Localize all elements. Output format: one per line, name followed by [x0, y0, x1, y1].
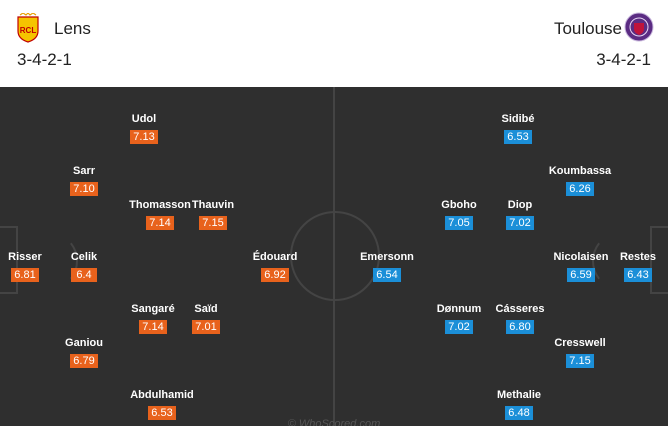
left-goal-box-side [16, 226, 18, 294]
player-name: Cásseres [495, 303, 545, 315]
player-rating: 7.02 [506, 216, 534, 230]
center-circle [290, 211, 380, 301]
left-goal-box-bottom [0, 292, 18, 294]
player-name: Édouard [252, 251, 298, 263]
player-diop[interactable]: Diop 7.02 [460, 199, 580, 231]
player-sangare[interactable]: Sangaré 7.14 [93, 303, 213, 335]
player-methalie[interactable]: Methalie 6.48 [459, 389, 579, 421]
player-rating: 6.80 [506, 320, 534, 334]
player-celik[interactable]: Celik 6.4 [24, 251, 144, 283]
player-rating: 6.4 [71, 268, 97, 282]
player-edouard[interactable]: Édouard 6.92 [215, 251, 335, 283]
player-rating: 7.01 [192, 320, 220, 334]
player-name: Methalie [496, 389, 541, 401]
left-penalty-arc [38, 236, 78, 286]
right-penalty-arc [592, 236, 632, 286]
player-rating: 7.15 [566, 354, 594, 368]
player-name: Celik [70, 251, 98, 263]
away-formation: 3-4-2-1 [596, 50, 651, 69]
match-header: RCL Lens 3-4-2-1 Toulouse 3-4-2-1 [0, 0, 668, 87]
player-rating: 7.15 [199, 216, 227, 230]
player-rating: 6.79 [70, 354, 98, 368]
player-rating: 6.26 [566, 182, 594, 196]
player-emersonn[interactable]: Emersonn 6.54 [327, 251, 447, 283]
player-name: Abdulhamid [130, 389, 194, 401]
player-name: Udol [131, 113, 157, 125]
player-name: Dønnum [436, 303, 482, 315]
right-goal-box-side [650, 226, 652, 294]
player-name: Cresswell [554, 337, 606, 349]
away-team-name: Toulouse [553, 19, 622, 38]
player-name: Risser [8, 251, 42, 263]
player-name: Sidibé [501, 113, 535, 125]
player-rating: 6.43 [624, 268, 652, 282]
player-rating: 7.05 [445, 216, 473, 230]
player-name: Sangaré [131, 303, 175, 315]
player-cresswell[interactable]: Cresswell 7.15 [520, 337, 640, 369]
player-koumbassa[interactable]: Koumbassa 6.26 [520, 165, 640, 197]
player-nicolaisen[interactable]: Nicolaisen 6.59 [521, 251, 641, 283]
player-rating: 6.53 [504, 130, 532, 144]
player-udol[interactable]: Udol 7.13 [84, 113, 204, 145]
player-rating: 7.14 [146, 216, 174, 230]
lens-crest-icon: RCL [17, 13, 39, 43]
player-name: Gboho [441, 199, 477, 211]
player-restes[interactable]: Restes 6.43 [578, 251, 668, 283]
watermark: © WhoScored.com [287, 418, 381, 426]
player-gboho[interactable]: Gboho 7.05 [399, 199, 519, 231]
player-thauvin[interactable]: Thauvin 7.15 [153, 199, 273, 231]
player-name: Koumbassa [548, 165, 612, 177]
right-goal-box-bottom [650, 292, 668, 294]
player-risser[interactable]: Risser 6.81 [0, 251, 85, 283]
player-sarr[interactable]: Sarr 7.10 [24, 165, 144, 197]
player-rating: 7.02 [445, 320, 473, 334]
player-sidibe[interactable]: Sidibé 6.53 [458, 113, 578, 145]
player-name: Thauvin [191, 199, 235, 211]
player-name: Saïd [194, 303, 218, 315]
player-rating: 6.81 [11, 268, 39, 282]
player-rating: 7.14 [139, 320, 167, 334]
player-rating: 6.59 [567, 268, 595, 282]
player-name: Emersonn [360, 251, 414, 263]
home-formation: 3-4-2-1 [17, 50, 72, 69]
player-rating: 6.92 [261, 268, 289, 282]
player-rating: 6.54 [373, 268, 401, 282]
pitch: Udol 7.13 Sarr 7.10 Thomasson 7.14 Thauv… [0, 87, 668, 426]
home-team-name: Lens [54, 19, 91, 38]
player-abdulhamid[interactable]: Abdulhamid 6.53 [102, 389, 222, 421]
player-name: Restes [619, 251, 657, 263]
player-ganiou[interactable]: Ganiou 6.79 [24, 337, 144, 369]
player-name: Ganiou [65, 337, 103, 349]
right-goal-box-top [650, 226, 668, 228]
player-name: Nicolaisen [553, 251, 609, 263]
svg-text:RCL: RCL [20, 26, 37, 35]
player-name: Sarr [72, 165, 96, 177]
left-goal-box-top [0, 226, 18, 228]
player-name: Diop [507, 199, 533, 211]
player-rating: 6.53 [148, 406, 176, 420]
toulouse-crest-icon [624, 12, 654, 42]
player-donnum[interactable]: Dønnum 7.02 [399, 303, 519, 335]
player-thomasson[interactable]: Thomasson 7.14 [100, 199, 220, 231]
player-rating: 7.10 [70, 182, 98, 196]
player-rating: 7.13 [130, 130, 158, 144]
player-casseres[interactable]: Cásseres 6.80 [460, 303, 580, 335]
player-said[interactable]: Saïd 7.01 [146, 303, 266, 335]
player-name: Thomasson [129, 199, 191, 211]
player-rating: 6.48 [505, 406, 533, 420]
